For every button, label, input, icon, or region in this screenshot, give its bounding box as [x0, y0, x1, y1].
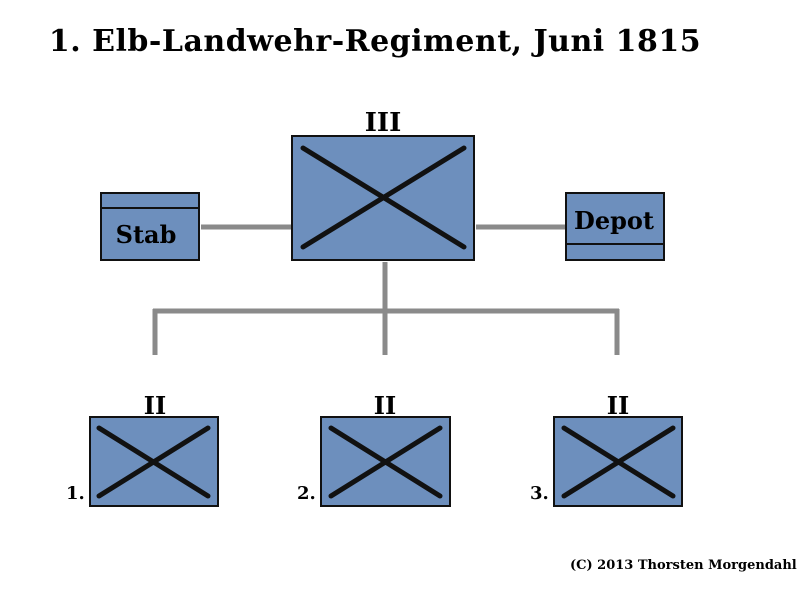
battalion-1: II 1.: [66, 391, 219, 507]
connector-lines: [152, 224, 620, 355]
battalion-3: II 3.: [530, 391, 683, 507]
diagram-title: 1. Elb-Landwehr-Regiment, Juni 1815: [48, 24, 702, 59]
stab-label: Stab: [116, 220, 177, 249]
battalion-label: 3.: [530, 483, 549, 504]
regiment-echelon-marker: III: [365, 108, 402, 138]
battalion-label: 2.: [297, 483, 316, 504]
battalion-echelon-marker: II: [607, 391, 629, 420]
stab-unit: Stab: [100, 192, 200, 261]
regiment-unit: III: [291, 108, 475, 261]
battalion-echelon-marker: II: [374, 391, 396, 420]
regiment-box: [291, 135, 475, 261]
depot-label: Depot: [574, 206, 654, 235]
depot-unit: Depot: [565, 192, 665, 261]
depot-box: [565, 192, 665, 261]
battalion-echelon-marker: II: [144, 391, 166, 420]
stab-box: [100, 192, 200, 261]
battalion-2: II 2.: [297, 391, 451, 507]
battalion-label: 1.: [66, 483, 85, 504]
copyright-notice: (C) 2013 Thorsten Morgendahl: [570, 558, 797, 573]
